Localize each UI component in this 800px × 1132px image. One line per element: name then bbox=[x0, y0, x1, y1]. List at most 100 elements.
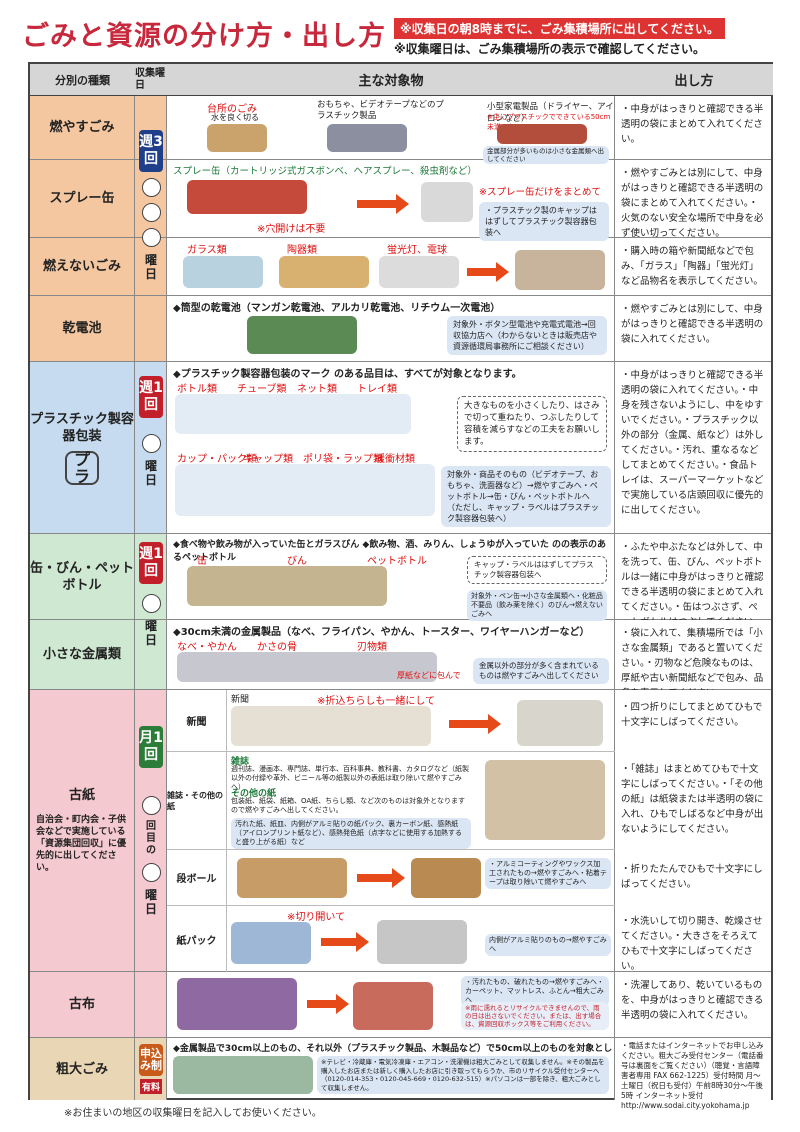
row-spray: スプレー缶 スプレー缶（カートリッジ式ガスボンベ、ヘアスプレー、殺虫剤など） ※… bbox=[30, 160, 771, 241]
day-circle bbox=[141, 863, 161, 882]
magazine-picture bbox=[485, 760, 605, 840]
label-caps: キャップ類 bbox=[243, 454, 293, 465]
how-nonburnable: ・購入時の箱や新聞紙などで包み、「ガラス」「陶器」「蛍光灯」など品物名を表示して… bbox=[615, 238, 771, 295]
badge-week1: 週1回 bbox=[139, 376, 163, 418]
sub-magazine: 雑誌・その他の紙 bbox=[167, 752, 227, 849]
kind-burnable: 燃やすごみ bbox=[30, 96, 135, 159]
desc-magazine: 週刊誌、漫画本、専門誌、単行本、百科事典、教科書、カタログなど（紙製以外の付録や… bbox=[231, 765, 469, 791]
glass-picture bbox=[183, 256, 263, 288]
note-cloth: ・汚れたもの、破れたもの→燃やすごみへ・カーペット、マットレス、ふとん→粗大ごみ… bbox=[461, 976, 609, 1007]
note-spray-cap: ・プラスチック製のキャップははずしてプラスチック製容器包装へ bbox=[479, 202, 609, 241]
how-burnable: ・中身がはっきりと確認できる半透明の袋にまとめて入れてください。 bbox=[615, 96, 771, 159]
label-youbi: 曜日 bbox=[144, 459, 157, 487]
metal-heading: ◆30cm未満の金属製品（なべ、フライパン、やかん、トースター、ワイヤーハンガー… bbox=[173, 627, 590, 638]
row-cloth: 古布 ・汚れたもの、破れたもの→燃やすごみへ・カーペット、マットレス、ふとん→粗… bbox=[30, 972, 771, 1038]
label-small-appliances: 小型家電製品（ドライヤー、アイロンなど） bbox=[487, 102, 614, 124]
day-circle bbox=[141, 434, 161, 453]
objects-burnable: 台所のごみ 水を良く切る おもちゃ、ビデオテープなどのプラスチック製品 小型家電… bbox=[167, 96, 615, 164]
day-week1-plastic: 週1回 曜日 bbox=[138, 376, 164, 487]
how-metal: ・袋に入れて、集積場所では「小さな金属類」であると置いてください。・刃物など危険… bbox=[615, 620, 771, 699]
label-magazine: 雑誌 bbox=[231, 757, 250, 767]
label-drain: 水を良く切る bbox=[211, 113, 259, 122]
kind-bulky: 粗大ごみ bbox=[30, 1038, 135, 1100]
row-cans: 缶・びん・ペットボトル ◆食べ物や飲み物が入っていた缶とガラスびん ◆飲み物、酒… bbox=[30, 534, 771, 628]
ceramic-picture bbox=[279, 256, 369, 288]
label-blades: 刃物類 bbox=[357, 642, 387, 653]
metal-picture bbox=[177, 652, 437, 682]
how-bulky: ・電話またはインターネットでお申し込みください。粗大ごみ受付センター（電話番号は… bbox=[615, 1038, 771, 1110]
label-cut-open: ※切り開いて bbox=[287, 912, 346, 923]
bulky-picture bbox=[173, 1056, 313, 1094]
label-spray-cans: スプレー缶（カートリッジ式ガスボンベ、ヘアスプレー、殺虫剤など） bbox=[173, 166, 477, 177]
how-cans: ・ふたや中ぶたなどは外して、中を洗って、缶、びん、ペットボトルは一緒に中身がはっ… bbox=[615, 534, 771, 628]
appliance-picture bbox=[497, 124, 587, 144]
objects-spray: スプレー缶（カートリッジ式ガスボンベ、ヘアスプレー、殺虫剤など） ※穴開けは不要… bbox=[167, 160, 615, 241]
label-bottle: びん bbox=[287, 556, 307, 567]
note-paper-excluded: 汚れた紙、紙皿、内側がアルミ貼りの紙パック、裏カーボン紙、感熱紙（アイロンプリン… bbox=[231, 818, 471, 849]
sub-newspaper: 新聞 bbox=[167, 690, 227, 751]
day-cell bbox=[135, 620, 167, 689]
label-no-holes: ※穴開けは不要 bbox=[257, 224, 326, 235]
day-bulky: 申込み制 有料 bbox=[138, 1044, 164, 1094]
label-kitchen: 台所のごみ bbox=[207, 104, 257, 115]
cans-picture bbox=[187, 566, 387, 606]
cardboard-bundle-picture bbox=[411, 858, 481, 898]
label-other-paper: その他の紙 bbox=[231, 789, 277, 799]
label-pet: ペットボトル bbox=[367, 556, 427, 567]
kitchen-waste-picture bbox=[207, 124, 267, 152]
footer-note: ※お住まいの地区の収集曜日を記入してお使いください。 bbox=[64, 1108, 322, 1119]
objects-bulky: ◆金属製品で30cm以上のもの、それ以外（プラスチック製品、木製品など）で50c… bbox=[167, 1038, 615, 1100]
kind-metal: 小さな金属類 bbox=[30, 620, 135, 689]
how-magazine: ・「雑誌」はまとめてひもで十文字にしばってください。・「その他の紙」は紙袋または… bbox=[621, 764, 764, 835]
objects-nonburnable: ガラス類 陶器類 蛍光灯、電球 bbox=[167, 238, 615, 295]
spray-bag-picture bbox=[421, 182, 473, 222]
arrow bbox=[357, 868, 405, 888]
label-spray-together: ※スプレー缶だけをまとめて bbox=[479, 187, 601, 198]
objects-battery: ◆筒型の乾電池（マンガン乾電池、アルカリ乾電池、リチウム一次電池） 対象外・ボタ… bbox=[167, 296, 615, 361]
row-metal: 小さな金属類 ◆30cm未満の金属製品（なべ、フライパン、やかん、トースター、ワ… bbox=[30, 620, 771, 699]
label-can: 缶 bbox=[197, 556, 207, 567]
label-glass: ガラス類 bbox=[187, 245, 227, 256]
arrow bbox=[467, 262, 509, 282]
arrow bbox=[449, 714, 501, 734]
label-nets: ネット類 bbox=[297, 384, 337, 395]
day-cell bbox=[135, 160, 167, 237]
toy-picture bbox=[327, 124, 407, 152]
header-objects: 主な対象物 bbox=[167, 64, 615, 96]
notice-collection-time: ※収集日の朝8時までに、ごみ集積場所に出してください。 bbox=[394, 18, 725, 39]
kind-paper-label: 古紙 bbox=[68, 788, 95, 803]
objects-plastic: ◆プラスチック製容器包装のマーク のある品目は、すべてが対象となります。 ボトル… bbox=[167, 362, 615, 533]
label-flyers: ※折込ちらしも一緒にして bbox=[317, 696, 436, 707]
sorting-table: 分別の種類 収集曜日 主な対象物 出し方 燃やすごみ 台所のごみ 水を良く切る … bbox=[28, 62, 773, 1110]
badge-week1: 週1回 bbox=[139, 542, 163, 584]
day-cell bbox=[135, 296, 167, 361]
paper-group-note: 自治会・町内会・子供会などで実施している「資源集団回収」に優先的に出してください… bbox=[36, 815, 127, 873]
arrow bbox=[321, 932, 369, 952]
spray-can-picture bbox=[187, 180, 307, 214]
badge-week3: 週3回 bbox=[139, 130, 163, 172]
arrow bbox=[357, 194, 409, 214]
page-title: ごみと資源の分け方・出し方 bbox=[22, 21, 386, 52]
day-cell bbox=[135, 238, 167, 295]
day-month1: 月1回 回目の 曜日 bbox=[138, 726, 164, 916]
day-cell bbox=[135, 972, 167, 1037]
label-bags: ポリ袋・ラップ類 bbox=[303, 454, 383, 465]
objects-cloth: ・汚れたもの、破れたもの→燃やすごみへ・カーペット、マットレス、ふとん→粗大ごみ… bbox=[167, 972, 615, 1037]
how-plastic: ・中身がはっきりと確認できる半透明の袋に入れてください。・中身を残さないようにし… bbox=[615, 362, 771, 533]
kind-cloth: 古布 bbox=[30, 972, 135, 1037]
day-circle bbox=[141, 178, 161, 197]
kind-paper: 古紙 自治会・町内会・子供会などで実施している「資源集団回収」に優先的に出してく… bbox=[30, 690, 135, 971]
badge-fee: 有料 bbox=[139, 1079, 162, 1094]
note-battery-excluded: 対象外・ボタン型電池や充電式電池→回収協力店へ（わからないときは販売店や資源循環… bbox=[447, 316, 607, 355]
note-carton: 内側がアルミ貼りのもの→燃やすごみへ bbox=[485, 934, 611, 956]
plastic-tip: 大きなものを小さくしたり、はさみで切って重ねたり、つぶしたりして容積を減らすなど… bbox=[457, 396, 607, 452]
day-week1-cans: 週1回 曜日 bbox=[138, 542, 164, 647]
recycle-mark-icon: プラ bbox=[65, 450, 99, 485]
plastic-items-picture bbox=[175, 394, 411, 434]
kind-plastic: プラスチック製容器包装 プラ bbox=[30, 362, 135, 533]
label-fluorescent: 蛍光灯、電球 bbox=[387, 245, 447, 256]
label-bottles: ボトル類 bbox=[177, 384, 217, 395]
note-bulky: ※テレビ・冷蔵庫・電気冷凍庫・エアコン・洗濯機は粗大ごみとして収集しません。※そ… bbox=[317, 1056, 609, 1094]
label-tubes: チューブ類 bbox=[237, 384, 287, 395]
day-circle bbox=[141, 796, 161, 815]
